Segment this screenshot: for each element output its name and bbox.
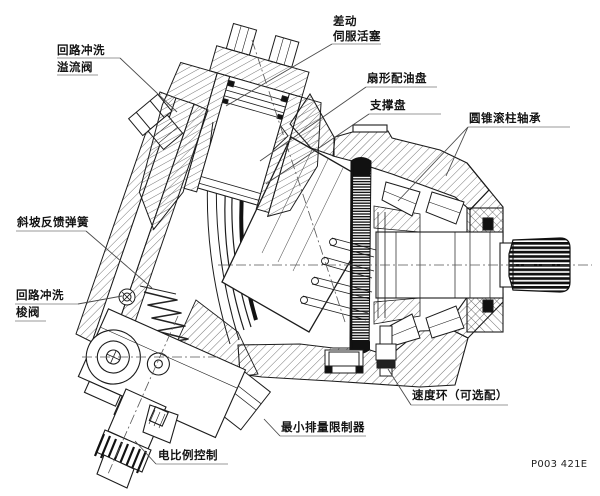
solenoid (93, 388, 179, 489)
label-flushing-relief-valve-line1: 回路冲洗 (57, 43, 105, 57)
spline-shaft-end (508, 237, 571, 293)
label-differential-servo-piston-line2: 伺服活塞 (333, 29, 381, 43)
speed-sensor (375, 325, 397, 377)
drawing-number: P003 421E (531, 459, 588, 470)
label-underlines (15, 43, 570, 465)
label-ramp-feedback-spring: 斜坡反馈弹簧 (17, 215, 89, 229)
label-sector-valve-plate: 扇形配油盘 (367, 71, 427, 85)
label-electric-proportional-control: 电比例控制 (158, 448, 218, 462)
leader-lines (77, 43, 469, 465)
min-displacement-limiter (324, 349, 364, 374)
axis-lines (82, 39, 592, 475)
label-speed-ring-optional: 速度环（可选配） (412, 388, 508, 402)
label-tapered-roller-bearing: 圆锥滚柱轴承 (469, 111, 541, 125)
label-support-plate: 支撑盘 (370, 98, 406, 112)
label-flushing-shuttle-valve-line2: 梭阀 (16, 305, 40, 319)
speed-ring-gear (349, 157, 372, 354)
label-flushing-shuttle-valve-line1: 回路冲洗 (16, 288, 64, 302)
label-min-displacement-limiter: 最小排量限制器 (281, 420, 365, 434)
cylinder-block (221, 136, 353, 333)
shuttle-valve-screw (118, 288, 136, 306)
label-flushing-relief-valve-line2: 溢流阀 (57, 60, 93, 74)
label-differential-servo-piston-line1: 差动 (333, 14, 357, 28)
